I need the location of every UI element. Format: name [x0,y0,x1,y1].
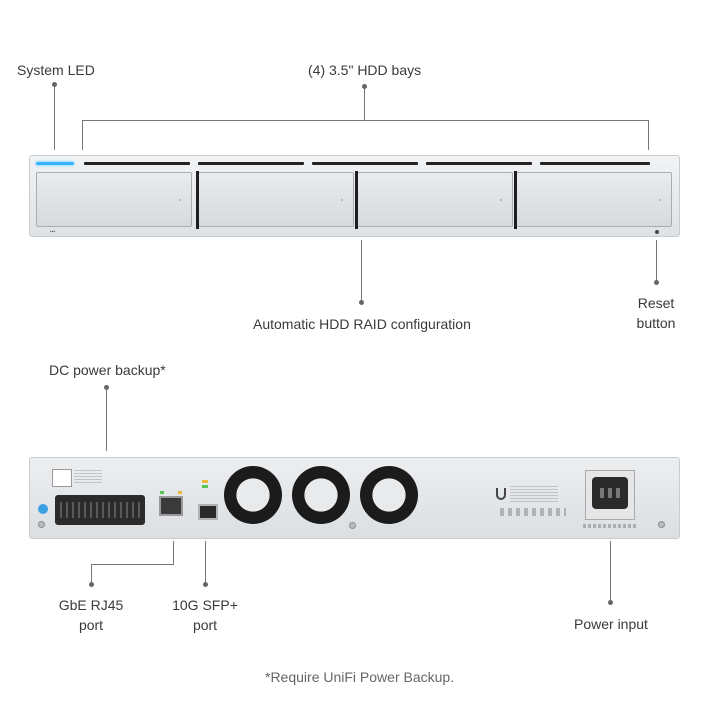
gbe-label: GbE RJ45 port [50,595,132,635]
front-logo-icon: ▪▪▪ [50,229,56,235]
hdd-bay[interactable] [514,171,672,229]
hdd-bays-bracket-left [82,120,83,150]
sfp-label-line2: port [192,617,218,633]
leader-dot [362,84,367,89]
hdd-bays-bracket-right [648,120,649,150]
gbe-leader-h [91,564,174,565]
system-led [36,162,74,165]
bay-slot [540,162,650,165]
rear-sticker-text [74,470,102,484]
fan-icon [292,466,350,524]
fan-icon [224,466,282,524]
dc-power-port[interactable] [55,495,145,525]
power-rating-text [583,524,637,528]
raid-leader [361,240,362,302]
hdd-bays-leader [364,86,365,120]
leader-dot [608,600,613,605]
bay-slot [84,162,190,165]
hdd-bay[interactable] [355,171,513,229]
raid-label: Automatic HDD RAID configuration [253,316,471,332]
reset-label: Reset button [626,293,686,333]
dc-power-leader [106,387,107,451]
activity-led [178,491,182,494]
power-input-port[interactable] [585,470,635,520]
reset-label-line1: Reset [637,295,675,311]
bay-slot [426,162,532,165]
footnote: *Require UniFi Power Backup. [265,669,455,685]
leader-dot [654,280,659,285]
gbe-rj45-port[interactable] [159,491,183,516]
qr-sticker-icon [52,469,72,487]
leader-dot [359,300,364,305]
leader-dot [52,82,57,87]
front-panel: ▪▪▪ [29,155,680,237]
reset-leader [656,240,657,282]
bay-slot [198,162,304,165]
rear-regulatory-text [510,486,558,502]
hdd-bays-label: (4) 3.5" HDD bays [308,62,422,78]
reset-label-line2: button [636,315,676,331]
screw-icon [38,521,45,528]
sfp-label-line1: 10G SFP+ [172,597,238,613]
sfp-leader [205,541,206,583]
sfp-status-leds [202,480,208,492]
sfp-plus-port[interactable] [198,504,218,520]
system-led-label: System LED [17,62,95,78]
info-icon [38,504,48,514]
gbe-label-line1: GbE RJ45 [58,597,124,613]
power-socket-icon [592,477,628,509]
system-led-leader [54,84,55,150]
link-led [160,491,164,494]
compliance-marks-icon [500,508,566,516]
screw-icon [349,522,356,529]
ubiquiti-logo-icon [496,488,506,500]
hdd-bay[interactable] [196,171,354,229]
hdd-bays-bracket [82,120,649,121]
hdd-bay[interactable] [36,172,192,227]
gbe-leader-v2 [91,564,92,584]
leader-dot [203,582,208,587]
fan-icon [360,466,418,524]
dc-power-label: DC power backup* [49,362,166,378]
rear-panel [29,457,680,539]
sfp-label: 10G SFP+ port [164,595,246,635]
gbe-leader-v [173,541,174,565]
power-input-label: Power input [574,616,648,632]
gbe-label-line2: port [78,617,104,633]
bay-slot [312,162,418,165]
screw-icon [658,521,665,528]
leader-dot [89,582,94,587]
reset-button[interactable] [655,230,659,234]
power-leader [610,541,611,601]
